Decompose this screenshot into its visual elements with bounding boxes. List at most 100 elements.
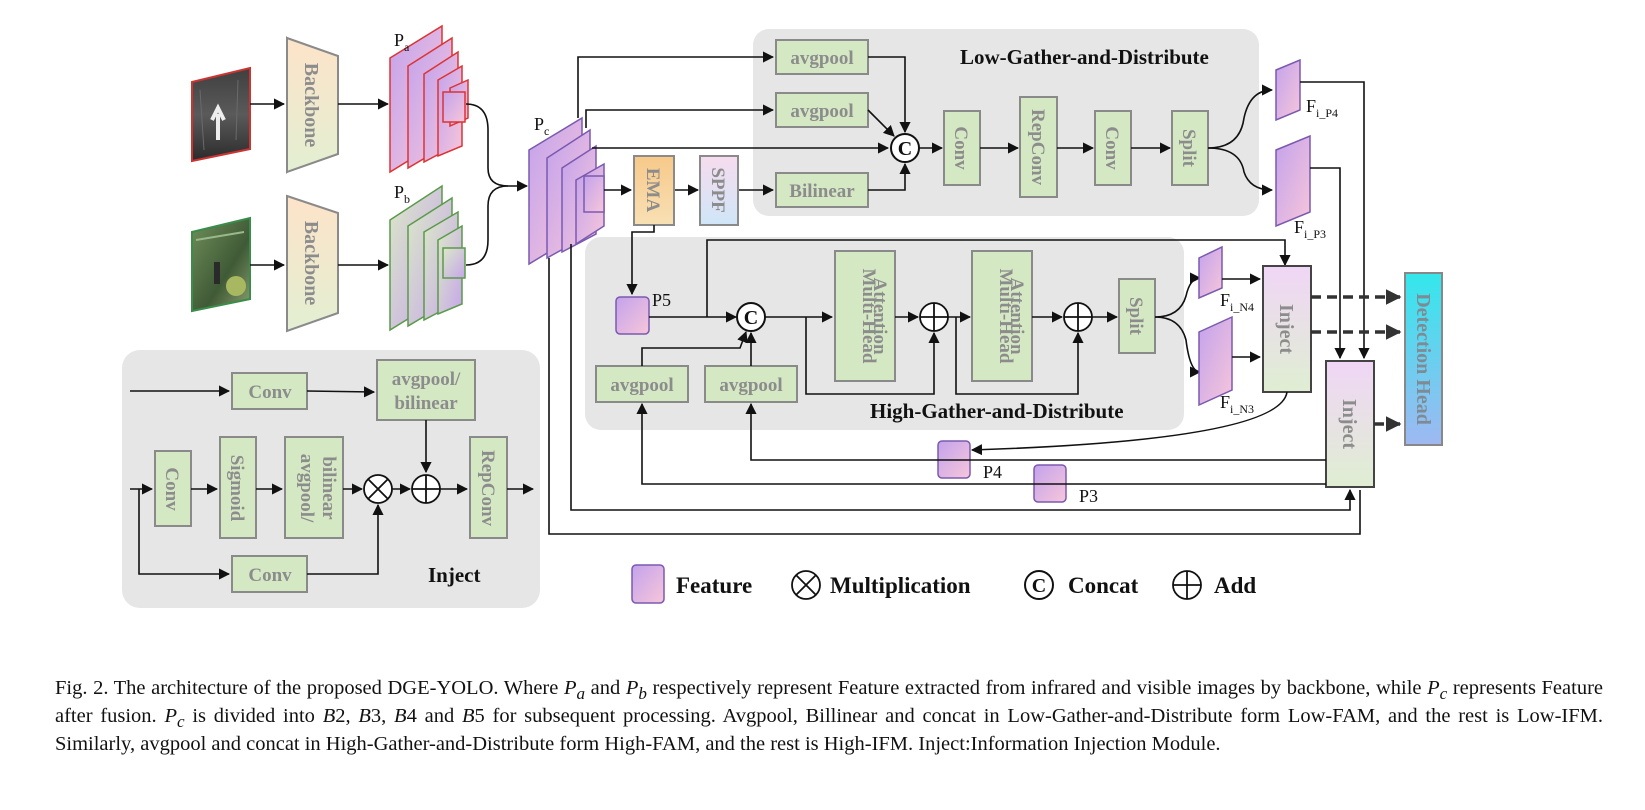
fi-n4-label: Fi_N4 xyxy=(1220,290,1254,314)
infrared-image xyxy=(191,66,251,163)
fi-p4-label: Fi_P4 xyxy=(1306,96,1338,120)
avgpool-high-1: avgpool xyxy=(595,365,689,403)
svg-text:RepConv: RepConv xyxy=(1027,109,1048,186)
svg-text:Multi-Head: Multi-Head xyxy=(995,269,1016,364)
inject-multiply-symbol xyxy=(363,474,393,504)
svg-text:Detection Head: Detection Head xyxy=(1412,293,1434,425)
mha-block-2: Multi-Head Attention xyxy=(971,250,1033,382)
svg-text:Sigmoid: Sigmoid xyxy=(226,455,247,522)
svg-text:Conv: Conv xyxy=(248,565,292,586)
fi-n3-label: Fi_N3 xyxy=(1220,392,1254,416)
svg-text:C: C xyxy=(1032,575,1046,597)
svg-text:C: C xyxy=(898,138,912,160)
svg-text:Conv: Conv xyxy=(950,126,971,170)
legend-multiplication-icon xyxy=(791,570,821,600)
p5-label: P5 xyxy=(652,290,671,310)
inject-title: Inject xyxy=(428,563,480,587)
detection-head-block: Detection Head xyxy=(1404,272,1443,446)
backbone-infrared: Backbone xyxy=(286,36,339,174)
pa-label: Pa xyxy=(394,30,410,54)
feature-fi-p3 xyxy=(1275,134,1311,228)
svg-text:Split: Split xyxy=(1125,297,1146,336)
svg-text:avgpool: avgpool xyxy=(610,375,673,396)
feature-pa-stack xyxy=(389,24,469,174)
svg-text:avgpool: avgpool xyxy=(790,48,853,69)
ema-block: EMA xyxy=(633,155,675,226)
svg-text:C: C xyxy=(744,307,758,329)
low-gather-title: Low-Gather-and-Distribute xyxy=(960,45,1209,69)
svg-text:avgpool/: avgpool/ xyxy=(296,454,317,523)
split-high: Split xyxy=(1118,278,1156,354)
legend-multiplication-label: Multiplication xyxy=(830,573,971,598)
svg-text:Inject: Inject xyxy=(1338,399,1360,449)
mha-block-1: Multi-Head Attention xyxy=(834,250,896,382)
legend: Feature Multiplication C Concat Add xyxy=(631,564,1256,604)
svg-text:RepConv: RepConv xyxy=(477,450,498,527)
backbone-label: Backbone xyxy=(300,221,322,306)
svg-text:avgpool: avgpool xyxy=(790,101,853,122)
svg-text:bilinear: bilinear xyxy=(318,456,339,520)
bilinear-low: Bilinear xyxy=(775,172,869,208)
svg-text:Split: Split xyxy=(1178,129,1199,168)
inject-repconv: RepConv xyxy=(469,436,508,539)
pb-label: Pb xyxy=(394,182,410,206)
legend-feature-swatch xyxy=(631,564,665,604)
svg-text:EMA: EMA xyxy=(642,168,663,213)
svg-text:Attention: Attention xyxy=(869,277,890,354)
p4-label: P4 xyxy=(983,462,1002,482)
svg-text:Conv: Conv xyxy=(161,467,182,511)
inject-avgpool-bilinear-top: avgpool/ bilinear xyxy=(376,359,476,421)
conv-low-2: Conv xyxy=(1094,110,1132,186)
repconv-low: RepConv xyxy=(1019,96,1058,198)
legend-feature-label: Feature xyxy=(676,573,752,598)
svg-text:Multi-Head: Multi-Head xyxy=(858,269,879,364)
feature-pc-stack xyxy=(528,116,605,266)
p3-label: P3 xyxy=(1079,486,1098,506)
split-low: Split xyxy=(1171,110,1209,186)
svg-text:Conv: Conv xyxy=(1101,126,1122,170)
inject-block-2: Inject xyxy=(1325,360,1375,488)
backbone-visible: Backbone xyxy=(286,194,339,333)
legend-add-icon xyxy=(1172,570,1202,600)
svg-text:Bilinear: Bilinear xyxy=(789,181,855,202)
inject-sigmoid: Sigmoid xyxy=(219,436,257,539)
add-symbol-high-1 xyxy=(919,302,949,332)
svg-text:bilinear: bilinear xyxy=(394,393,458,414)
feature-fi-n4 xyxy=(1198,245,1223,300)
legend-add-label: Add xyxy=(1214,573,1256,598)
inject-add-symbol xyxy=(411,474,441,504)
high-gather-title: High-Gather-and-Distribute xyxy=(870,399,1124,423)
feature-fi-n3 xyxy=(1198,315,1233,407)
legend-concat-label: Concat xyxy=(1068,573,1139,598)
svg-text:avgpool: avgpool xyxy=(719,375,782,396)
add-symbol-high-2 xyxy=(1063,302,1093,332)
low-gather-panel xyxy=(753,29,1259,216)
svg-text:SPPF: SPPF xyxy=(707,167,728,212)
fi-p3-label: Fi_P3 xyxy=(1294,217,1326,241)
legend-concat-icon: C xyxy=(1024,570,1054,600)
inject-conv-top: Conv xyxy=(231,372,308,410)
svg-text:Attention: Attention xyxy=(1006,277,1027,354)
inject-conv-bottom: Conv xyxy=(231,555,308,593)
concat-symbol-high: C xyxy=(736,302,766,332)
inject-avgpool-bilinear-mid: avgpool/ bilinear xyxy=(284,436,344,539)
svg-text:avgpool/: avgpool/ xyxy=(392,369,461,390)
visible-image xyxy=(191,216,251,313)
inject-conv-left: Conv xyxy=(154,450,192,527)
feature-fi-p4 xyxy=(1275,58,1301,122)
architecture-diagram: Low-Gather-and-Distribute High-Gather-an… xyxy=(122,24,1443,608)
backbone-label: Backbone xyxy=(300,63,322,148)
figure-caption: Fig. 2. The architecture of the proposed… xyxy=(55,677,1603,756)
concat-symbol-low: C xyxy=(890,133,920,163)
avgpool-low-2: avgpool xyxy=(775,92,869,128)
feature-p5 xyxy=(615,296,650,335)
sppf-block: SPPF xyxy=(699,155,739,226)
pc-label: Pc xyxy=(534,114,549,138)
avgpool-high-2: avgpool xyxy=(704,365,798,403)
svg-text:Inject: Inject xyxy=(1275,304,1297,354)
conv-low-1: Conv xyxy=(943,110,981,186)
avgpool-low-1: avgpool xyxy=(775,39,869,75)
svg-text:Conv: Conv xyxy=(248,382,292,403)
feature-pb-stack xyxy=(389,184,466,332)
inject-block-1: Inject xyxy=(1262,265,1312,393)
